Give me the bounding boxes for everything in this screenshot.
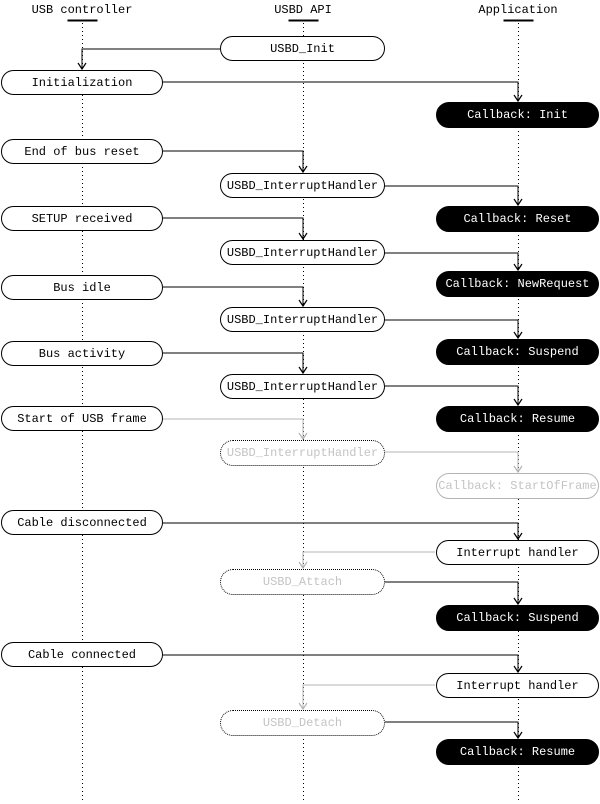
node-start-of-usb-frame: Start of USB frame xyxy=(1,406,163,431)
connector-3 xyxy=(163,150,308,174)
node-callback-suspend-1: Callback: Suspend xyxy=(436,339,599,365)
node-callback-reset: Callback: Reset xyxy=(436,206,599,232)
connector-15 xyxy=(385,581,523,606)
node-callback-startofframe: Callback: StartOfFrame xyxy=(436,473,599,499)
node-usbd-interrupthandler-2: USBD_InterruptHandler xyxy=(220,240,385,265)
node-usbd-init: USBD_Init xyxy=(220,36,385,61)
connector-7 xyxy=(163,286,308,308)
node-callback-init: Callback: Init xyxy=(436,102,599,128)
connector-18 xyxy=(385,721,523,740)
connector-6 xyxy=(385,252,523,272)
connector-12 xyxy=(385,451,523,474)
node-usbd-interrupthandler-3: USBD_InterruptHandler xyxy=(220,307,385,332)
connector-9 xyxy=(163,352,308,375)
node-bus-idle: Bus idle xyxy=(1,275,163,300)
connectors xyxy=(77,48,523,740)
node-initialization: Initialization xyxy=(1,70,163,95)
connector-14 xyxy=(298,551,435,570)
connector-17 xyxy=(298,684,435,711)
node-interrupt-handler-2: Interrupt handler xyxy=(436,673,599,698)
node-bus-activity: Bus activity xyxy=(1,341,163,366)
node-callback-resume-1: Callback: Resume xyxy=(436,406,599,432)
node-setup-received: SETUP received xyxy=(1,206,163,231)
connector-2 xyxy=(163,81,523,103)
node-callback-resume-2: Callback: Resume xyxy=(436,739,599,765)
connector-13 xyxy=(163,522,523,541)
connector-8 xyxy=(385,319,523,340)
column-header-usb-controller: USB controller xyxy=(31,3,133,17)
node-interrupt-handler-1: Interrupt handler xyxy=(436,540,599,565)
node-callback-newrequest: Callback: NewRequest xyxy=(436,271,599,297)
column-header-usbd-api: USBD API xyxy=(274,3,332,17)
node-end-of-bus-reset: End of bus reset xyxy=(1,139,163,164)
node-usbd-attach: USBD_Attach xyxy=(220,569,385,595)
node-cable-connected: Cable connected xyxy=(1,642,163,667)
node-usbd-detach: USBD_Detach xyxy=(220,710,385,736)
node-usbd-interrupthandler-1: USBD_InterruptHandler xyxy=(220,173,385,198)
connector-10 xyxy=(385,385,523,407)
connector-11 xyxy=(163,418,308,441)
node-callback-suspend-2: Callback: Suspend xyxy=(436,605,599,631)
node-cable-disconnected: Cable disconnected xyxy=(1,510,163,535)
connector-4 xyxy=(385,185,523,207)
node-usbd-interrupthandler-4: USBD_InterruptHandler xyxy=(220,374,385,399)
connector-5 xyxy=(163,217,308,241)
connector-16 xyxy=(163,654,523,674)
connector-1 xyxy=(77,48,220,71)
node-usbd-interrupthandler-5: USBD_InterruptHandler xyxy=(220,440,385,466)
column-header-application: Application xyxy=(478,3,558,17)
